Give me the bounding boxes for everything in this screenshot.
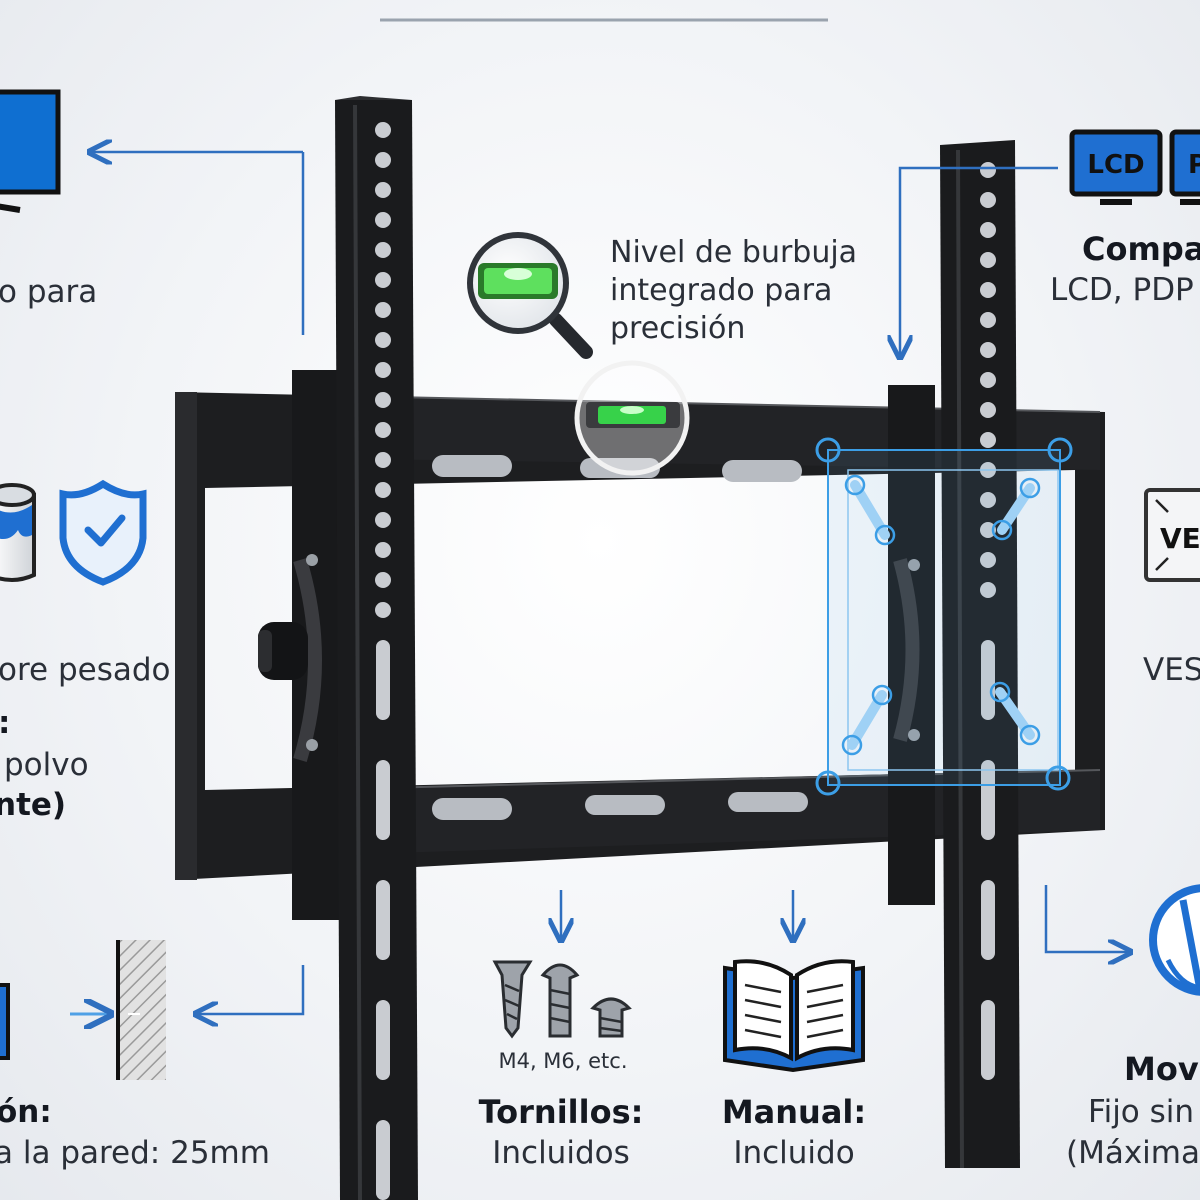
vesa-caption: VES bbox=[1143, 652, 1200, 688]
upright-hole bbox=[375, 242, 391, 258]
upright-slot bbox=[376, 880, 390, 960]
upright-hole bbox=[980, 342, 996, 358]
upright-hole bbox=[980, 162, 996, 178]
left-mid-line-3: nte) bbox=[0, 787, 66, 823]
screws-sizes: M4, M6, etc. bbox=[498, 1049, 627, 1073]
vesa-icon bbox=[1144, 488, 1200, 582]
upright-hole bbox=[375, 212, 391, 228]
move-desc-1: Fijo sin bbox=[1088, 1094, 1194, 1130]
upright-hole bbox=[375, 572, 391, 588]
upright-hole bbox=[980, 402, 996, 418]
upright-hole bbox=[980, 222, 996, 238]
upright-slot bbox=[376, 760, 390, 840]
upright-hole bbox=[375, 452, 391, 468]
upright-hole bbox=[375, 602, 391, 618]
upright-hole bbox=[980, 522, 996, 538]
upright-hole bbox=[375, 332, 391, 348]
upright-hole bbox=[375, 272, 391, 288]
upright-slot bbox=[376, 640, 390, 720]
tilt-circle-icon bbox=[1149, 884, 1200, 996]
upright-hole bbox=[980, 492, 996, 508]
left-top-text: o para bbox=[0, 274, 97, 310]
left-bottom-icon-fragment bbox=[0, 983, 10, 1060]
level-caption-line-2: integrado para bbox=[610, 273, 832, 308]
manual-title: Manual: bbox=[722, 1093, 866, 1131]
tv-mount-bracket bbox=[175, 96, 1105, 1200]
upright-slot bbox=[981, 1000, 995, 1080]
left-mid-line-2: polvo bbox=[4, 747, 89, 783]
upright-hole bbox=[375, 482, 391, 498]
second-screen-label: P bbox=[1188, 150, 1200, 180]
upright-hole bbox=[980, 192, 996, 208]
upright-hole bbox=[375, 302, 391, 318]
screws-title: Tornillos: bbox=[479, 1093, 644, 1131]
shield-check-icon bbox=[59, 479, 147, 586]
level-caption-line-1: Nivel de burbuja bbox=[610, 235, 857, 270]
upright-hole bbox=[375, 152, 391, 168]
upright-hole bbox=[375, 422, 391, 438]
vesa-icon-label: VE bbox=[1160, 522, 1200, 555]
move-desc-2: (Máxima bbox=[1066, 1135, 1200, 1171]
level-caption: Nivel de burbuja integrado para precisió… bbox=[610, 235, 857, 346]
manual-desc: Incluido bbox=[733, 1135, 854, 1171]
upright-hole bbox=[980, 252, 996, 268]
arrow-to-bracket bbox=[900, 166, 1058, 355]
left-upright-holes bbox=[375, 122, 391, 1200]
upright-hole bbox=[980, 582, 996, 598]
upright-hole bbox=[980, 552, 996, 568]
level-caption-line-3: precisión bbox=[610, 311, 745, 346]
compat-title: Compa bbox=[1082, 230, 1200, 268]
vesa-pattern-overlay bbox=[815, 437, 1073, 796]
left-mid-line-1: ore pesado bbox=[0, 652, 171, 688]
compat-desc: LCD, PDP bbox=[1050, 272, 1194, 308]
arrow-to-wall bbox=[198, 965, 305, 1014]
upright-hole bbox=[980, 312, 996, 328]
arrow-to-tilt bbox=[1044, 885, 1128, 952]
upright-hole bbox=[375, 362, 391, 378]
upright-slot bbox=[981, 880, 995, 960]
lcd-screen-icon bbox=[1069, 129, 1200, 205]
upright-hole bbox=[980, 432, 996, 448]
lcd-label: LCD bbox=[1087, 150, 1144, 180]
wall-section-icon bbox=[70, 940, 166, 1080]
upright-hole bbox=[980, 372, 996, 388]
upright-hole bbox=[375, 182, 391, 198]
upright-hole bbox=[375, 512, 391, 528]
right-upright-holes bbox=[980, 162, 996, 1080]
monitor-icon bbox=[0, 89, 61, 213]
upright-hole bbox=[375, 542, 391, 558]
screws-icon bbox=[492, 960, 632, 1039]
upright-slot bbox=[981, 760, 995, 840]
paint-bucket-icon bbox=[0, 483, 36, 582]
upright-slot bbox=[981, 640, 995, 720]
upright-slot bbox=[376, 1120, 390, 1200]
upright-hole bbox=[375, 392, 391, 408]
upright-hole bbox=[375, 122, 391, 138]
left-mid-colon: : bbox=[0, 705, 10, 741]
bubble-level-icon bbox=[574, 360, 690, 476]
move-title: Mov bbox=[1124, 1050, 1199, 1088]
left-bottom-desc: a la pared: 25mm bbox=[0, 1135, 270, 1171]
screws-desc: Incluidos bbox=[492, 1135, 630, 1171]
magnifier-level-icon bbox=[467, 232, 593, 359]
upright-slot bbox=[376, 1000, 390, 1080]
open-book-icon bbox=[723, 959, 865, 1073]
upright-hole bbox=[980, 282, 996, 298]
left-bottom-title: ón: bbox=[0, 1094, 52, 1130]
